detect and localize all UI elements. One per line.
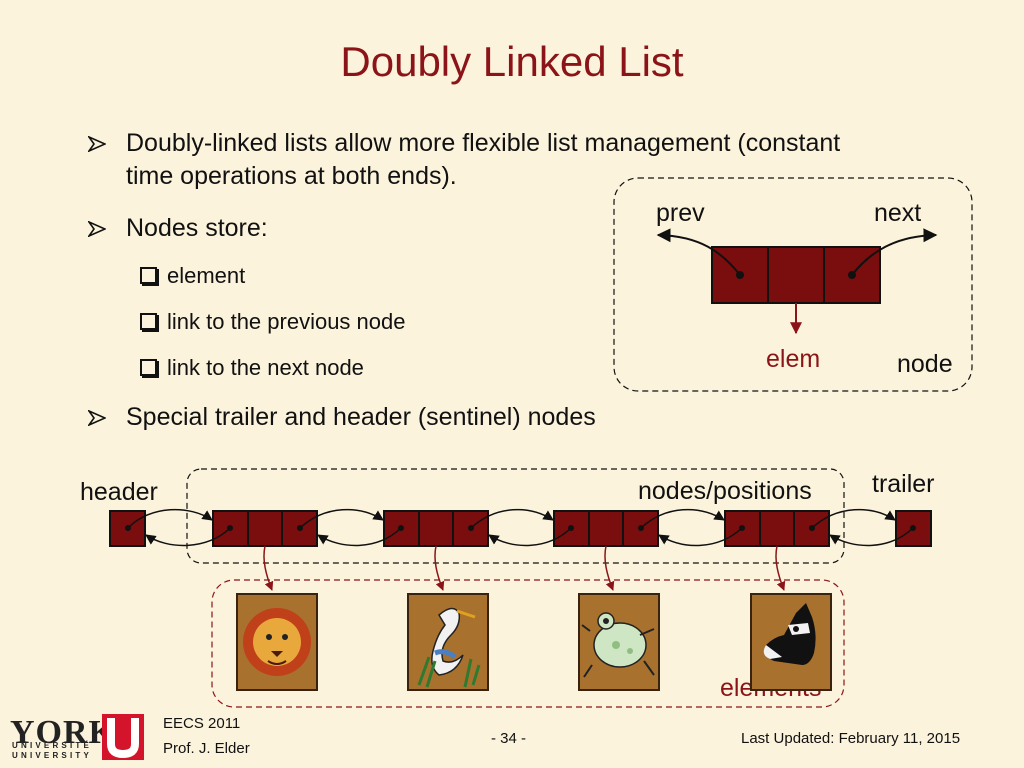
- list-node-2-elem: [418, 510, 454, 547]
- york-logo: YORK: [10, 714, 116, 751]
- node-label: node: [897, 350, 953, 378]
- course-code: EECS 2011: [163, 715, 241, 732]
- trailer-label: trailer: [872, 470, 935, 498]
- page-number: - 34 -: [491, 730, 527, 747]
- next-label: next: [874, 199, 922, 227]
- list-node-1-elem: [247, 510, 283, 547]
- node-diagram-frame: [613, 177, 973, 392]
- elem-label: elem: [766, 345, 821, 373]
- sub-bullet-next-link: link to the next node: [140, 355, 364, 381]
- list-node-3-elem: [588, 510, 624, 547]
- bullet-text-line1: Doubly-linked lists allow more flexible …: [126, 129, 841, 157]
- arrow-bullet-icon: [88, 410, 106, 426]
- list-node-4-elem: [759, 510, 795, 547]
- nodes-positions-frame: [186, 468, 845, 564]
- york-logo-subtext: UNIVERSITÉ UNIVERSITY: [12, 741, 93, 760]
- heron-icon: [407, 593, 489, 691]
- sub-bullet-prev-link: link to the previous node: [140, 309, 406, 335]
- node-cell-elem: [767, 246, 825, 304]
- sub-bullet-element: element: [140, 263, 245, 289]
- sub-bullet-text: link to the previous node: [167, 309, 406, 334]
- author: Prof. J. Elder: [163, 740, 250, 757]
- sub-bullet-text: link to the next node: [167, 355, 364, 380]
- arrow-bullet-icon: [88, 221, 106, 237]
- next-pointer-arrow: [851, 228, 938, 276]
- nodes-positions-label: nodes/positions: [638, 477, 812, 505]
- bullet-text-line2: time operations at both ends).: [126, 162, 457, 190]
- arrow-bullet-icon: [88, 136, 106, 152]
- sub-bullet-text: element: [167, 263, 246, 288]
- slide-title: Doubly Linked List: [340, 38, 684, 85]
- horse-icon: [750, 593, 832, 691]
- elements-frame: [211, 579, 845, 708]
- checkbox-bullet-icon: [140, 359, 157, 376]
- header-label: header: [80, 478, 158, 506]
- last-updated: Last Updated: February 11, 2015: [741, 730, 961, 747]
- bullet-text: Nodes store:: [126, 214, 268, 242]
- link-arrows: [127, 508, 914, 547]
- bullet-text: Special trailer and header (sentinel) no…: [126, 403, 596, 431]
- checkbox-bullet-icon: [140, 313, 157, 330]
- list-node-1-next: [281, 510, 318, 547]
- prev-pointer-arrow: [656, 228, 741, 276]
- york-u-logo-icon: [102, 714, 144, 760]
- checkbox-bullet-icon: [140, 267, 157, 284]
- element-pointer-arrows: [263, 545, 786, 591]
- frog-icon: [578, 593, 660, 691]
- lion-icon: [236, 593, 318, 691]
- prev-label: prev: [656, 199, 705, 227]
- node-diagram: [613, 177, 973, 392]
